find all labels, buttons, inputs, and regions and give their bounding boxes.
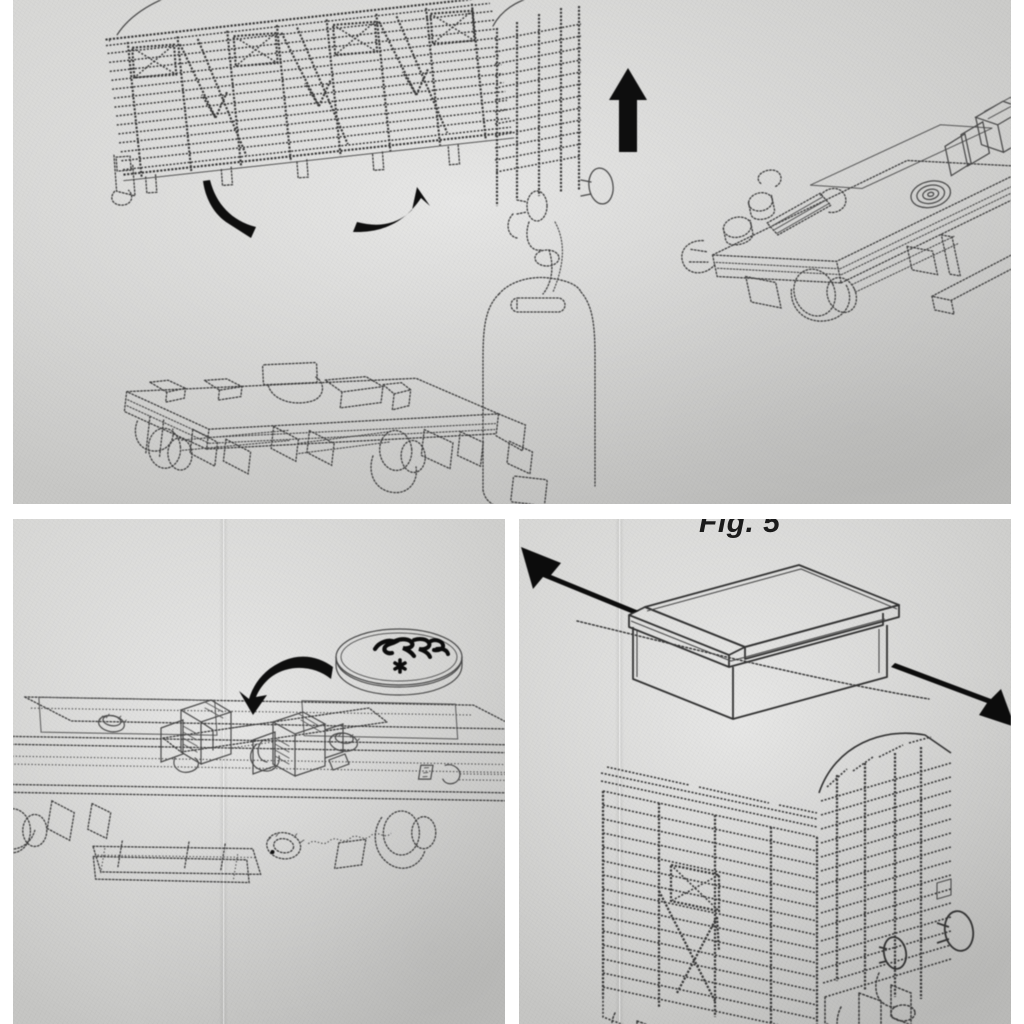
- boxcar-ribs: [126, 3, 487, 178]
- boxcar-left-end-gear: [111, 154, 136, 206]
- chassis-top-boxes: [147, 361, 413, 411]
- boxcar-underframe-stubs: [145, 143, 461, 194]
- chassis-right-bogie: [744, 234, 1011, 322]
- boxcar-body-upper-left: [105, 0, 515, 206]
- boxcar-right-end: [492, 0, 614, 293]
- boxcar-running-gear: [602, 983, 912, 1024]
- boxcar-end-planking: [494, 23, 582, 173]
- roof-panel: [628, 564, 900, 720]
- bottom-left-panel: .l {fill:none;stroke:#4a4a4a;stroke-widt…: [13, 519, 505, 1024]
- boxcar-vent-panels: [131, 9, 476, 79]
- chassis-lower-left: [123, 361, 548, 504]
- arrow-up-left: [521, 547, 639, 613]
- coupler-hook: [507, 213, 563, 293]
- top-panel-drawing: .ln {fill:none;stroke:#4a4a4a;stroke-wid…: [105, 0, 1011, 504]
- grease-tub: [335, 628, 463, 696]
- gear-block-right: [250, 711, 350, 778]
- bottom-right-panel: Fig. 5 .L {fill:none;stroke:#343434;stro…: [519, 519, 1011, 1024]
- curved-arrow-right: [353, 187, 430, 233]
- side-vent-x-brace: [669, 863, 721, 913]
- boxcar-end-slats: [495, 6, 581, 206]
- boxcar-diagonal-braces: [179, 15, 449, 157]
- buffer-rod-detail: [482, 249, 596, 504]
- boxcar-body: [600, 732, 975, 1024]
- alignment-dotted-line: [576, 620, 930, 700]
- chassis-brake-gear: [134, 415, 484, 494]
- boxcar-end-planking: [820, 762, 952, 998]
- curved-arrow-left: [203, 180, 256, 238]
- gear-block-left: [160, 699, 233, 773]
- boxcar-side-planking: [602, 790, 818, 1024]
- boxcar-side-wall: [600, 766, 819, 1024]
- end-fitting-right: [417, 764, 505, 785]
- coupler-bar-hatch: [766, 192, 832, 236]
- boxcar-end-buffers: [875, 910, 975, 1022]
- bottom-left-drawing: .l {fill:none;stroke:#4a4a4a;stroke-widt…: [13, 628, 505, 884]
- figure-caption: Fig. 5: [699, 519, 781, 539]
- bottom-right-drawing: .L {fill:none;stroke:#343434;stroke-widt…: [521, 547, 1011, 1024]
- deck-spiral: [910, 180, 952, 209]
- lower-frame-beam: [92, 848, 275, 884]
- arrow-down-right: [891, 663, 1011, 726]
- coil-spring: [307, 832, 392, 845]
- up-arrow: [609, 68, 647, 152]
- buffer-heads: [516, 167, 614, 222]
- gearbox-coupling-assembly: [160, 699, 389, 778]
- chassis-underframe: [13, 696, 505, 884]
- chassis-right-end-assembly: [944, 83, 1011, 177]
- curved-arrow-to-gearbox: [239, 656, 333, 715]
- grease-label-text: [372, 637, 450, 674]
- top-panel: .ln {fill:none;stroke:#4a4a4a;stroke-wid…: [13, 0, 1011, 504]
- chassis-right: [681, 83, 1011, 322]
- chassis-right-coupler: [681, 169, 847, 274]
- underframe-bogies: [13, 798, 437, 876]
- chassis-headstock: [495, 413, 548, 504]
- deck-bosses: [97, 713, 360, 752]
